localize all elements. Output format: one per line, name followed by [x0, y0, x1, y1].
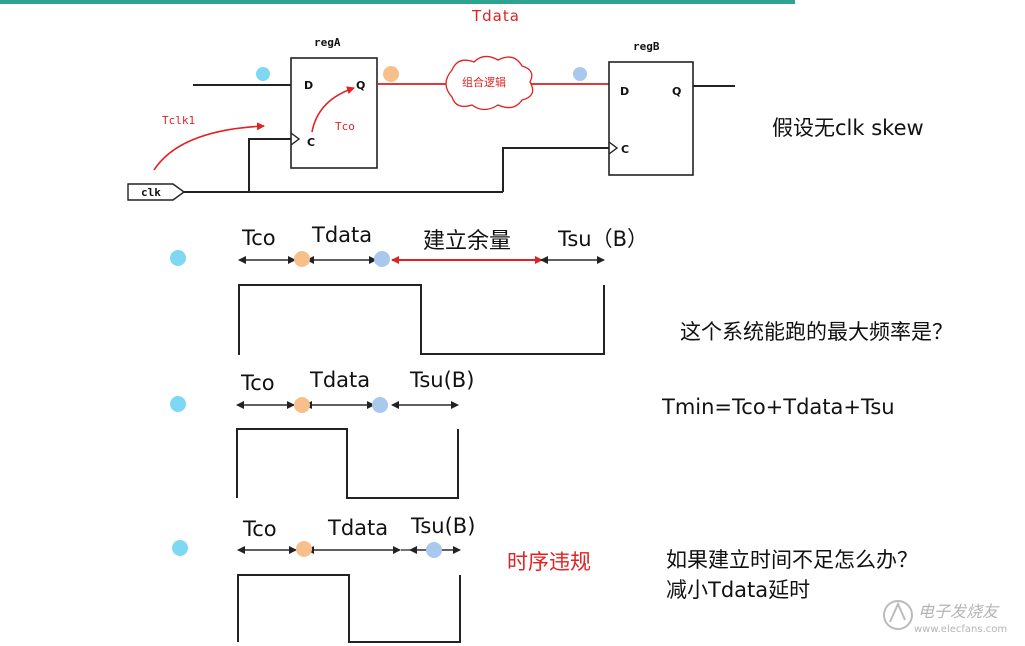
timing1-tco: Tco — [242, 226, 276, 250]
timing3-tdata: Tdata — [328, 516, 389, 540]
timing-diagram-1 — [170, 250, 605, 355]
comb-logic-label: 组合逻辑 — [462, 76, 506, 89]
setup-time-question: 如果建立时间不足怎么办？ — [666, 548, 918, 572]
regB-box — [608, 61, 694, 176]
regA-c-pin: C — [307, 136, 316, 149]
regA-q-dot — [383, 66, 399, 82]
regA-label: regA — [314, 36, 341, 49]
clk-input-port — [127, 183, 186, 201]
timing1-bullet — [170, 250, 186, 266]
watermark-logo — [883, 600, 913, 630]
timing-diagram-3 — [172, 540, 461, 643]
regA-clock-triangle — [290, 132, 301, 146]
clk-label: clk — [141, 186, 161, 199]
regB-q-pin: Q — [672, 85, 682, 98]
watermark-name: 电子发烧友 — [918, 602, 999, 621]
regA-d-dot — [256, 67, 270, 81]
timing3-tsu: Tsu(B) — [411, 514, 476, 538]
timing1-tsu: Tsu（B） — [558, 227, 649, 251]
tclk1-label: Tclk1 — [162, 114, 196, 127]
timing1-tdata: Tdata — [312, 223, 373, 247]
tco-arrow — [311, 86, 355, 133]
clk-to-regA — [248, 138, 291, 192]
clk-to-regB — [502, 147, 609, 192]
tmin-formula: Tmin=Tco+Tdata+Tsu — [662, 395, 895, 419]
regB-c-pin: C — [621, 143, 630, 156]
regA-box — [290, 57, 378, 169]
setup-time-answer: 减小Tdata延时 — [666, 578, 811, 602]
timing2-tco: Tco — [241, 371, 275, 395]
regA-d-pin: D — [304, 79, 314, 92]
timing-diagram-2 — [170, 396, 459, 499]
no-clk-skew-note: 假设无clk skew — [772, 116, 924, 140]
comb-logic-cloud — [445, 55, 534, 111]
timing-violation-label: 时序违规 — [507, 550, 591, 574]
timing1-slack: 建立余量 — [423, 229, 512, 254]
top-accent-bar — [0, 0, 795, 4]
regA-q-pin: Q — [356, 79, 366, 92]
timing3-tco: Tco — [243, 517, 277, 541]
tco-circuit-label: Tco — [335, 120, 355, 133]
max-frequency-question: 这个系统能跑的最大频率是？ — [680, 320, 953, 344]
regB-d-dot — [573, 67, 587, 81]
watermark-url: www.elecfans.com — [914, 624, 1008, 635]
regB-d-pin: D — [620, 85, 630, 98]
regB-label: regB — [633, 40, 660, 53]
timing3-bullet — [172, 540, 188, 556]
tclk1-arrow — [153, 122, 265, 171]
circuit — [127, 55, 735, 201]
tdata-label: Tdata — [472, 7, 520, 25]
timing3-waveform — [237, 574, 461, 643]
regB-clock-triangle — [608, 141, 619, 155]
timing2-tdata: Tdata — [310, 368, 371, 392]
timing1-waveform — [238, 284, 605, 355]
timing2-bullet — [170, 396, 186, 412]
timing2-tsu: Tsu(B) — [410, 368, 475, 392]
timing2-waveform — [236, 428, 459, 499]
